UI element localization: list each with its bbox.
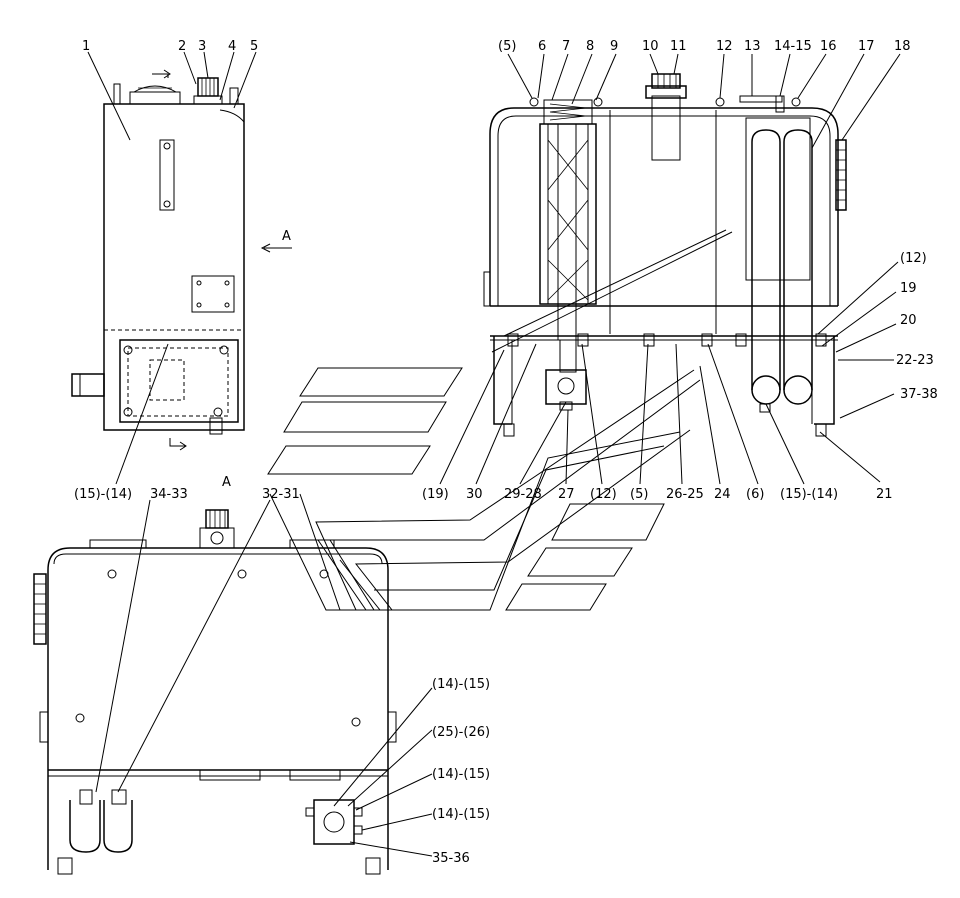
- side-view: [71, 51, 292, 485]
- callout-19-bottom: (19): [422, 487, 449, 502]
- callout-37-38: 37-38: [900, 387, 938, 402]
- callout-14-15: 14-15: [774, 39, 812, 54]
- callout-12-bottom: (12): [590, 487, 617, 502]
- callout-27: 27: [558, 487, 575, 502]
- callout-34-33: 34-33: [150, 487, 188, 502]
- callout-24: 24: [714, 487, 731, 502]
- callout-5: 5: [250, 39, 258, 54]
- callout-11: 11: [670, 39, 687, 54]
- callout-30: 30: [466, 487, 483, 502]
- callout-5-top: (5): [498, 39, 516, 54]
- callout-5-bottom: (5): [630, 487, 648, 502]
- view-a-title: A: [222, 475, 231, 490]
- callout-10: 10: [642, 39, 659, 54]
- callout-14-15-a: (14)-(15): [432, 677, 490, 692]
- callout-21: 21: [876, 487, 893, 502]
- callout-1: 1: [82, 39, 90, 54]
- callout-4: 4: [228, 39, 236, 54]
- callout-17: 17: [858, 39, 875, 54]
- callout-12: 12: [716, 39, 733, 54]
- callout-32-31: 32-31: [262, 487, 300, 502]
- section-view: [439, 53, 901, 485]
- callout-29-28: 29-28: [504, 487, 542, 502]
- callout-15-14-right: (15)-(14): [780, 487, 838, 502]
- callout-25-26: (25)-(26): [432, 725, 490, 740]
- callout-6: 6: [538, 39, 546, 54]
- callout-9: 9: [610, 39, 618, 54]
- callout-2: 2: [178, 39, 186, 54]
- callout-19: 19: [900, 281, 917, 296]
- callout-16: 16: [820, 39, 837, 54]
- view-a-arrow-label: A: [282, 229, 291, 244]
- callout-15-14-left: (15)-(14): [74, 487, 132, 502]
- callout-13: 13: [744, 39, 761, 54]
- callout-12-right: (12): [900, 251, 927, 266]
- callout-6-bottom: (6): [746, 487, 764, 502]
- callout-14-15-c: (14)-(15): [432, 807, 490, 822]
- callout-labels: 1 2 3 4 5 A (15)-(14) A (5) 6 7 8 9 10 1…: [74, 39, 938, 866]
- connection-arrows: [267, 367, 701, 611]
- callout-20: 20: [900, 313, 917, 328]
- callout-7: 7: [562, 39, 570, 54]
- callout-35-36: 35-36: [432, 851, 470, 866]
- callout-8: 8: [586, 39, 594, 54]
- callout-3: 3: [198, 39, 206, 54]
- callout-26-25: 26-25: [666, 487, 704, 502]
- callout-14-15-b: (14)-(15): [432, 767, 490, 782]
- callout-22-23: 22-23: [896, 353, 934, 368]
- callout-18: 18: [894, 39, 911, 54]
- front-view-a: [33, 499, 433, 875]
